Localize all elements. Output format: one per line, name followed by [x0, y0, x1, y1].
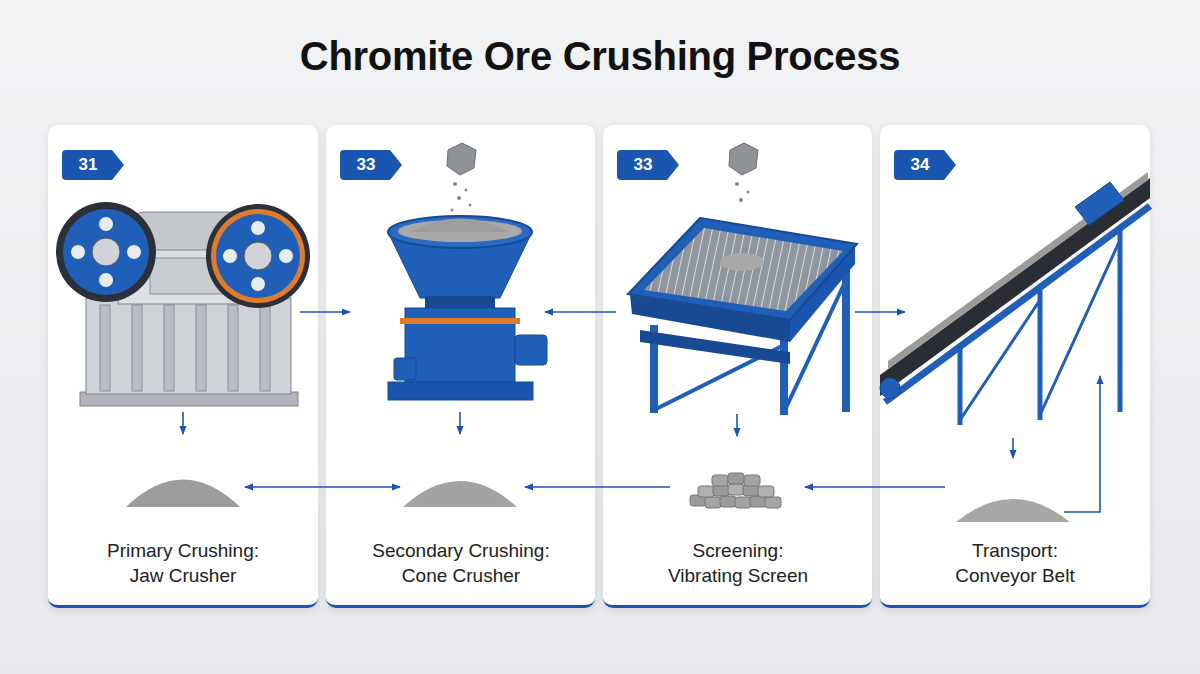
- process-card: 33Secondary Crushing: Cone Crusher: [326, 125, 595, 608]
- step-label: Screening: Vibrating Screen: [663, 538, 813, 588]
- process-card: 31Primary Crushing: Jaw Crusher: [48, 125, 318, 608]
- step-number: 31: [62, 150, 114, 180]
- step-badge: 33: [617, 150, 679, 180]
- step-number: 34: [894, 150, 946, 180]
- step-badge: 31: [62, 150, 124, 180]
- step-label: Secondary Crushing: Cone Crusher: [361, 538, 561, 588]
- step-label: Transport: Conveyor Belt: [940, 538, 1090, 588]
- step-badge: 34: [894, 150, 956, 180]
- process-card: 34Transport: Conveyor Belt: [880, 125, 1150, 608]
- step-badge: 33: [340, 150, 402, 180]
- step-number: 33: [340, 150, 392, 180]
- step-label: Primary Crushing: Jaw Crusher: [97, 538, 269, 588]
- diagram-title: Chromite Ore Crushing Process: [0, 34, 1200, 79]
- process-card: 33Screening: Vibrating Screen: [603, 125, 872, 608]
- step-number: 33: [617, 150, 669, 180]
